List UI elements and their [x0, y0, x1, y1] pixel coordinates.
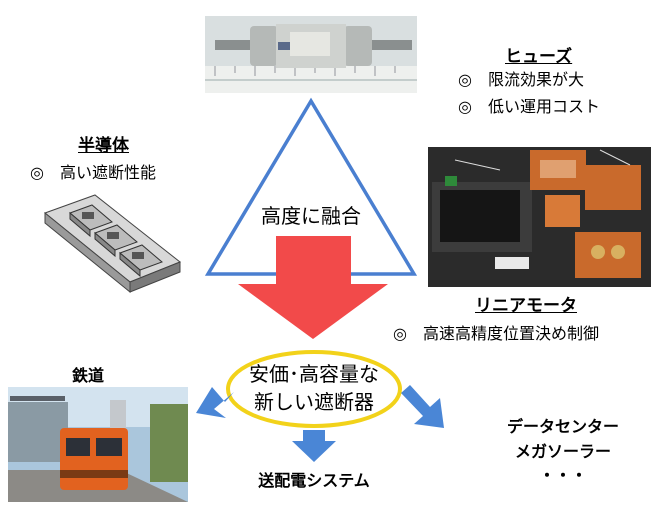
new-breaker-line-1: 安価･高容量な: [249, 362, 379, 386]
fuse-bullet-2: ◎ 低い運用コスト: [458, 97, 600, 116]
fuse-title: ヒューズ: [505, 47, 573, 67]
arrow-to-datacenter: [401, 385, 444, 428]
transmission-label: 送配電システム: [258, 471, 370, 490]
arrow-to-transmission: [292, 430, 336, 462]
new-breaker-ellipse: [226, 350, 402, 428]
semiconductor-module: [43, 194, 181, 294]
megasolar-label: メガソーラー: [514, 442, 611, 461]
linear-motor-photo: [428, 147, 651, 287]
railway-label: 鉄道: [72, 366, 105, 385]
ellipsis-label: ・・・: [538, 466, 587, 485]
linear-motor-bullet-1: ◎ 高速高精度位置決め制御: [393, 324, 599, 343]
fuse-bullet-1: ◎ 限流効果が大: [458, 70, 584, 89]
datacenter-label: データセンター: [506, 417, 619, 436]
fuse-photo: [205, 16, 417, 93]
linear-motor-title: リニアモータ: [475, 296, 577, 316]
fusion-label: 高度に融合: [261, 204, 361, 228]
semiconductor-bullet-1: ◎ 高い遮断性能: [30, 163, 156, 182]
semiconductor-title: 半導体: [78, 136, 129, 156]
train-photo: [8, 387, 188, 502]
new-breaker-line-2: 新しい遮断器: [254, 390, 374, 414]
big-down-arrow: [238, 236, 388, 339]
arrow-to-railway: [196, 387, 234, 418]
